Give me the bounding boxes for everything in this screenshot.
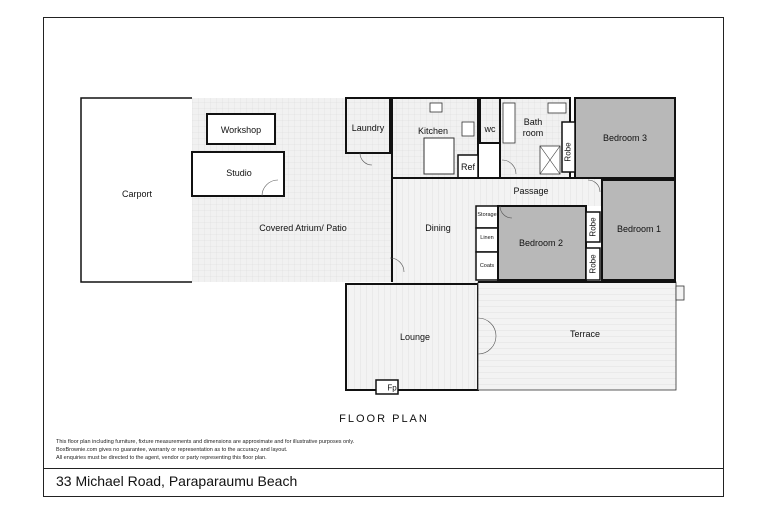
label-wc: wc [484,124,496,134]
plan-title: FLOOR PLAN [339,413,429,425]
page-frame [43,17,724,497]
terrace-step [675,285,685,301]
label-storage: Storage [477,212,497,218]
label-dining: Dining [425,223,451,233]
wc-room [479,97,501,144]
terrace-floor [477,281,677,391]
label-robe-bedroom-3: Robe [563,142,573,162]
disclaimer-line-2: BoxBrownie.com gives no guarantee, warra… [56,447,288,453]
workshop-room [206,113,276,145]
bedroom-2 [497,205,587,281]
laundry-room [345,97,391,154]
label-atrium: Covered Atrium/ Patio [259,223,347,233]
label-bedroom-2: Bedroom 2 [518,238,564,248]
stove [461,121,475,137]
label-carport: Carport [121,189,153,199]
label-laundry: Laundry [351,123,385,133]
bathtub [502,102,516,144]
disclaimer-line-1: This floor plan including furniture, fix… [56,439,355,445]
label-coats: Coats [479,263,495,269]
label-lounge: Lounge [399,332,431,342]
label-passage: Passage [513,186,549,196]
label-bedroom-3: Bedroom 3 [602,133,648,143]
bedroom-1 [601,179,676,281]
label-fireplace: Fp [387,383,397,393]
label-ref: Ref [460,162,476,172]
studio-room [191,151,285,197]
kitchen-island [423,137,455,175]
label-workshop: Workshop [220,125,262,135]
dining-floor [392,206,476,284]
robe-bedroom-1 [585,247,601,281]
carport-area [80,97,192,283]
robe-bedroom-2 [585,211,601,243]
label-terrace: Terrace [569,329,601,339]
disclaimer-line-3: All enquiries must be directed to the ag… [56,455,267,461]
label-bath: Bath room [522,117,544,138]
robe-bedroom-3 [561,121,576,173]
label-studio: Studio [226,168,252,178]
label-bedroom-1: Bedroom 1 [616,224,662,234]
label-linen: Linen [480,235,494,241]
property-address: 33 Michael Road, Paraparaumu Beach [56,473,298,489]
passage-floor [392,178,602,206]
label-robe-bedroom-1: Robe [588,254,598,274]
footer-divider [44,468,723,469]
vanity [547,102,567,114]
label-robe-bedroom-2: Robe [588,217,598,237]
label-kitchen: Kitchen [417,126,449,136]
fireplace [375,379,399,395]
sink [429,102,443,113]
